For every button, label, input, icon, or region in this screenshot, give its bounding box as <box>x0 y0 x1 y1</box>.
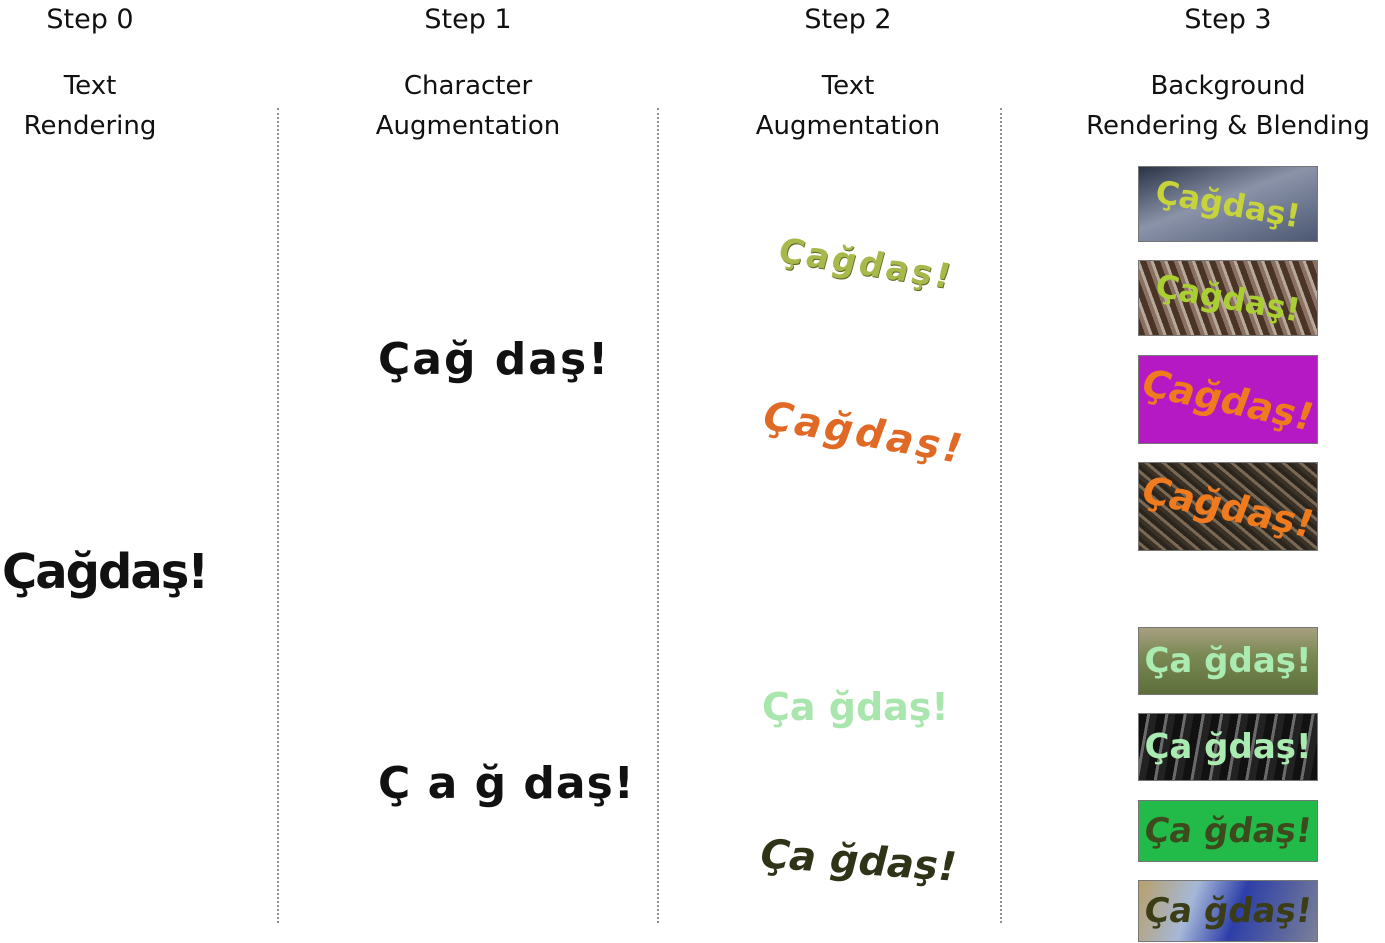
blended-sample-7-text: Ça ğdaş! <box>1141 811 1315 851</box>
blended-sample-3-text: Çağdaş! <box>1138 360 1318 439</box>
step-2-title-line2: Augmentation <box>755 111 941 141</box>
text-augmented-1: Çağdaş! <box>773 230 959 298</box>
step-3-label: Step 3 <box>1184 4 1272 35</box>
blended-sample-5: Ça ğdaş! <box>1138 627 1318 695</box>
step-1-title-line1: Character <box>403 71 533 101</box>
column-separator-1 <box>277 108 279 923</box>
column-separator-3 <box>1000 108 1002 923</box>
blended-sample-8: Ça ğdaş! <box>1138 880 1318 942</box>
step-2-title: Text Augmentation <box>738 66 958 146</box>
blended-sample-6-text: Ça ğdaş! <box>1144 727 1312 767</box>
step-1-label: Step 1 <box>424 4 512 35</box>
step-0-label: Step 0 <box>46 4 134 35</box>
text-augmented-3: Ça ğdaş! <box>762 685 949 729</box>
text-augmented-4: Ça ğdaş! <box>754 831 963 891</box>
column-separator-2 <box>657 108 659 923</box>
step-3-title-line1: Background <box>1150 71 1306 101</box>
blended-sample-4-text: Çağdaş! <box>1138 467 1318 546</box>
blended-sample-5-text: Ça ğdaş! <box>1144 641 1312 681</box>
step-1-title-line2: Augmentation <box>375 111 561 141</box>
step-2-label: Step 2 <box>804 4 892 35</box>
step-0-title-line2: Rendering <box>23 111 157 141</box>
step-0-title: Text Rendering <box>0 66 180 146</box>
char-augmented-text-1: Çağ daş! <box>378 334 611 385</box>
rendered-text: Çağdaş! <box>2 544 209 600</box>
blended-sample-2: Çağdaş! <box>1138 260 1318 336</box>
step-0-title-line1: Text <box>63 71 117 101</box>
step-2-title-line1: Text <box>821 71 875 101</box>
text-augmented-2: Çağdaş! <box>755 393 973 473</box>
blended-sample-2-text: Çağdaş! <box>1152 266 1304 330</box>
blended-sample-1-text: Çağdaş! <box>1152 172 1304 236</box>
step-3-title-line2: Rendering & Blending <box>1086 111 1370 141</box>
blended-sample-8-text: Ça ğdaş! <box>1141 891 1315 931</box>
blended-sample-3: Çağdaş! <box>1138 355 1318 444</box>
blended-sample-1: Çağdaş! <box>1138 166 1318 242</box>
char-augmented-text-2: Ç a ğ daş! <box>378 758 635 809</box>
blended-sample-4: Çağdaş! <box>1138 462 1318 551</box>
step-1-title: Character Augmentation <box>358 66 578 146</box>
blended-sample-6: Ça ğdaş! <box>1138 713 1318 781</box>
blended-sample-7: Ça ğdaş! <box>1138 800 1318 862</box>
step-3-title: Background Rendering & Blending <box>1075 66 1381 146</box>
